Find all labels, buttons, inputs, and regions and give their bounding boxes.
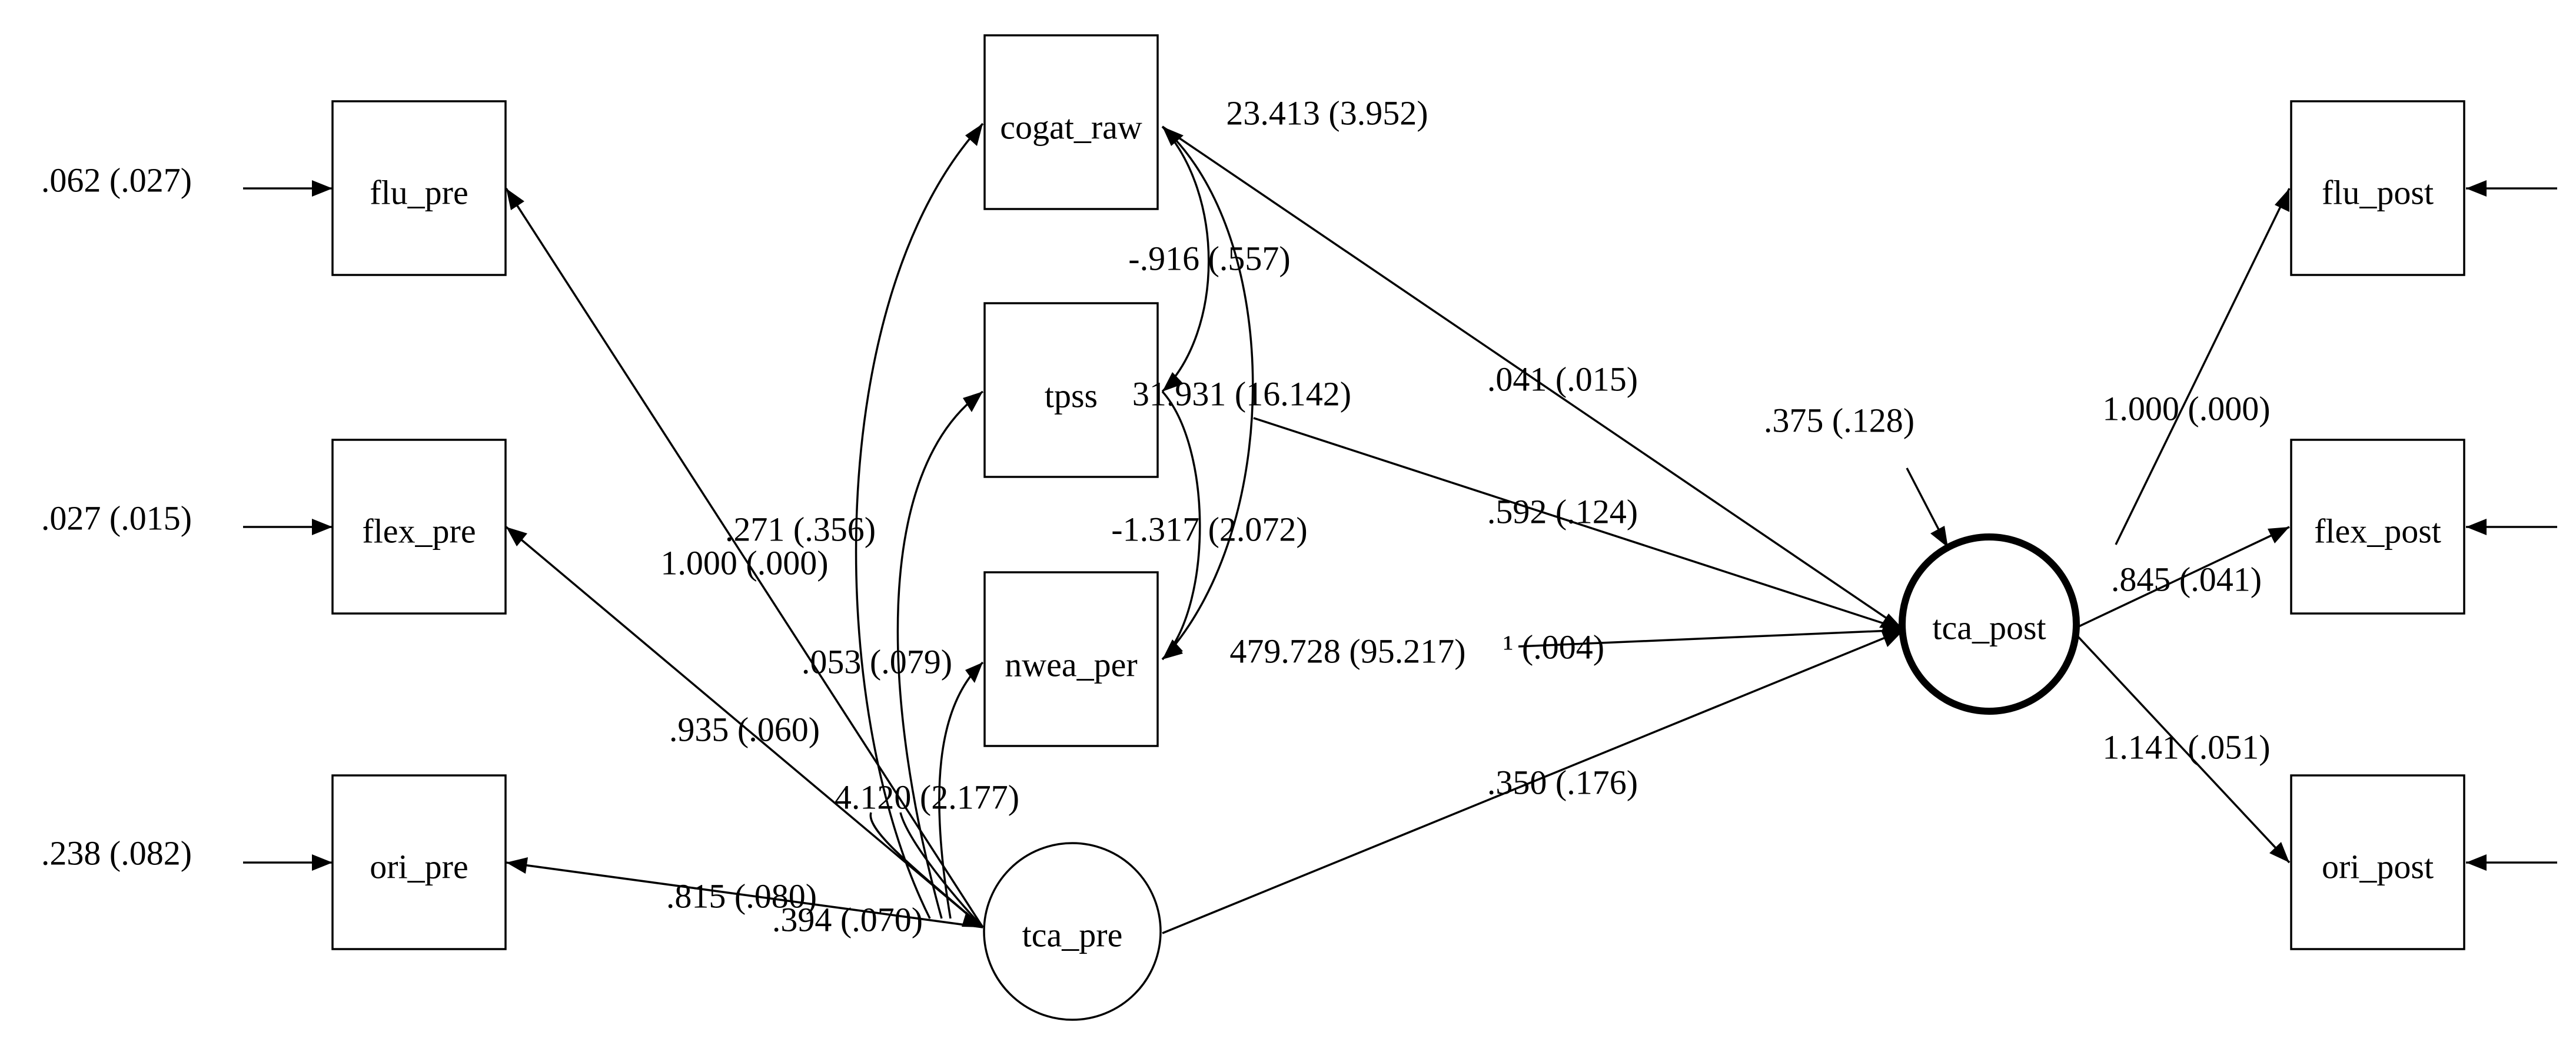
flu-pre-node[interactable]: flu_pre <box>331 100 507 276</box>
estimate-labels: .062 (.027) .027 (.015) .238 (.082) 23.4… <box>41 94 2271 938</box>
tca-post-node[interactable]: tca_post <box>1899 533 2080 715</box>
tpss-node[interactable]: tpss <box>983 302 1159 478</box>
tca-post-to-flu-post-line <box>2115 188 2291 545</box>
tca-pre-variance-curve-b <box>899 812 984 928</box>
tpss-label: tpss <box>1045 376 1098 414</box>
tca-pre-tpss-cov-arrowhead <box>963 392 983 412</box>
ori-post-error-arrowhead <box>2466 854 2487 871</box>
flu-pre-error-label: .062 (.027) <box>41 161 192 199</box>
cogat-variance-label: 23.413 (3.952) <box>1226 94 1428 132</box>
tca-pre-cogat-cov-arrowhead <box>965 124 983 146</box>
tca-post-to-flex-post-arrowhead <box>2268 527 2289 543</box>
ori-pre-error-label: .238 (.082) <box>41 834 192 872</box>
tca-pre-variance-label: .394 (.070) <box>772 900 923 938</box>
tpss-to-tca-post-line <box>1253 417 1904 631</box>
ori-pre-loading-label: .815 (.080) <box>666 877 817 915</box>
flex-pre-label: flex_pre <box>362 512 476 550</box>
flu-post-node[interactable]: flu_post <box>2290 100 2465 276</box>
tca-pre-to-tca-post-label: .350 (.176) <box>1487 763 1638 801</box>
cogat-nwea-cov-arrowhead <box>1162 641 1183 659</box>
ori-pre-label: ori_pre <box>370 847 468 886</box>
tpss-variance-label: 31.931 (16.142) <box>1132 374 1351 413</box>
flu-post-label: flu_post <box>2322 173 2434 211</box>
cogat-raw-label: cogat_raw <box>1000 108 1142 146</box>
tpss-nwea-cov-label: -1.317 (2.072) <box>1111 510 1307 548</box>
tca-pre-node[interactable]: tca_pre <box>983 842 1162 1021</box>
tca-post-residual-label: .375 (.128) <box>1764 401 1914 439</box>
ori-post-node[interactable]: ori_post <box>2290 774 2465 950</box>
tca-pre-tpss-cov-curve <box>896 390 984 919</box>
flex-post-label: flex_post <box>2314 512 2441 550</box>
tca-post-to-flex-post-line <box>2077 526 2290 628</box>
flex-post-node[interactable]: flex_post <box>2290 439 2465 615</box>
tpss-tca-pre-cov-label: .053 (.079) <box>802 642 952 681</box>
flex-post-loading-label: .845 (.041) <box>2111 560 2262 598</box>
tca-pre-to-tca-post-arrowhead <box>1882 630 1904 647</box>
cogat-to-tca-post-line <box>1162 125 1904 631</box>
edges <box>243 122 2557 934</box>
tca-post-to-ori-post-arrowhead <box>2269 842 2289 863</box>
nwea-per-label: nwea_per <box>1005 645 1137 684</box>
flu-pre-error-arrowhead <box>312 180 333 197</box>
cogat-nwea-cov-curve <box>1161 125 1254 661</box>
ori-post-label: ori_post <box>2322 847 2434 886</box>
nwea-variance-label: 479.728 (95.217) <box>1229 632 1465 670</box>
nodes: flu_pre flex_pre ori_pre cogat_raw tpss … <box>331 34 2465 1021</box>
flu-post-error-arrowhead <box>2466 180 2487 197</box>
tca-post-residual-arrowhead <box>1930 526 1948 548</box>
tpss-nwea-cov-curve <box>1161 390 1201 661</box>
tpss-to-tca-post-label: .592 (.124) <box>1487 492 1638 530</box>
nwea-to-tca-post-label: ¹ (.004) <box>1503 628 1604 666</box>
flu-pre-label: flu_pre <box>370 173 468 211</box>
cogat-tca-pre-cov-label: .271 (.356) <box>725 510 876 548</box>
tca-pre-to-flu-pre-line <box>505 188 984 928</box>
cogat-raw-node[interactable]: cogat_raw <box>983 34 1159 210</box>
flu-post-loading-label: 1.000 (.000) <box>2102 389 2270 427</box>
tca-post-to-ori-post-line <box>2073 632 2291 864</box>
cogat-tpss-cov-curve <box>1161 125 1210 393</box>
tca-pre-to-ori-pre-line <box>506 861 983 928</box>
ori-pre-error-arrowhead <box>312 854 333 871</box>
nwea-per-node[interactable]: nwea_per <box>983 571 1159 747</box>
tca-pre-to-ori-pre-arrowhead <box>506 857 528 874</box>
tca-pre-to-tca-post-line <box>1162 629 1904 934</box>
tca-post-label: tca_post <box>1932 608 2046 646</box>
flex-post-error-arrowhead <box>2466 519 2487 535</box>
tca-pre-nwea-cov-curve <box>938 661 984 919</box>
flu-pre-loading-label: 1.000 (.000) <box>660 543 828 582</box>
tca-pre-label: tca_pre <box>1022 916 1123 954</box>
cogat-to-tca-post-label: .041 (.015) <box>1487 360 1638 398</box>
cogat-tpss-cov-label: -.916 (.557) <box>1128 239 1290 277</box>
tca-pre-to-flex-pre-arrowhead <box>506 527 527 546</box>
flex-pre-loading-label: .935 (.060) <box>669 710 820 748</box>
ori-pre-node[interactable]: ori_pre <box>331 774 507 950</box>
tca-pre-variance-curve-a <box>869 812 984 928</box>
tca-pre-to-flu-pre-arrowhead <box>506 188 524 210</box>
flex-pre-node[interactable]: flex_pre <box>331 439 507 615</box>
nwea-to-tca-post-line <box>1518 629 1904 648</box>
tca-pre-nwea-cov-arrowhead <box>965 662 983 683</box>
ori-post-loading-label: 1.141 (.051) <box>2102 728 2270 766</box>
tca-post-to-flu-post-arrowhead <box>2275 188 2289 212</box>
tca-pre-variance-arrowhead <box>962 911 983 927</box>
flex-pre-error-arrowhead <box>312 519 333 535</box>
cogat-tpss-cov-arrowhead-bottom <box>1162 372 1184 392</box>
flex-pre-error-label: .027 (.015) <box>41 499 192 537</box>
tca-pre-cogat-cov-curve <box>855 122 984 919</box>
nwea-tca-pre-cov-label: 4.120 (2.177) <box>835 778 1019 816</box>
tca-pre-to-flex-pre-line <box>505 526 984 928</box>
